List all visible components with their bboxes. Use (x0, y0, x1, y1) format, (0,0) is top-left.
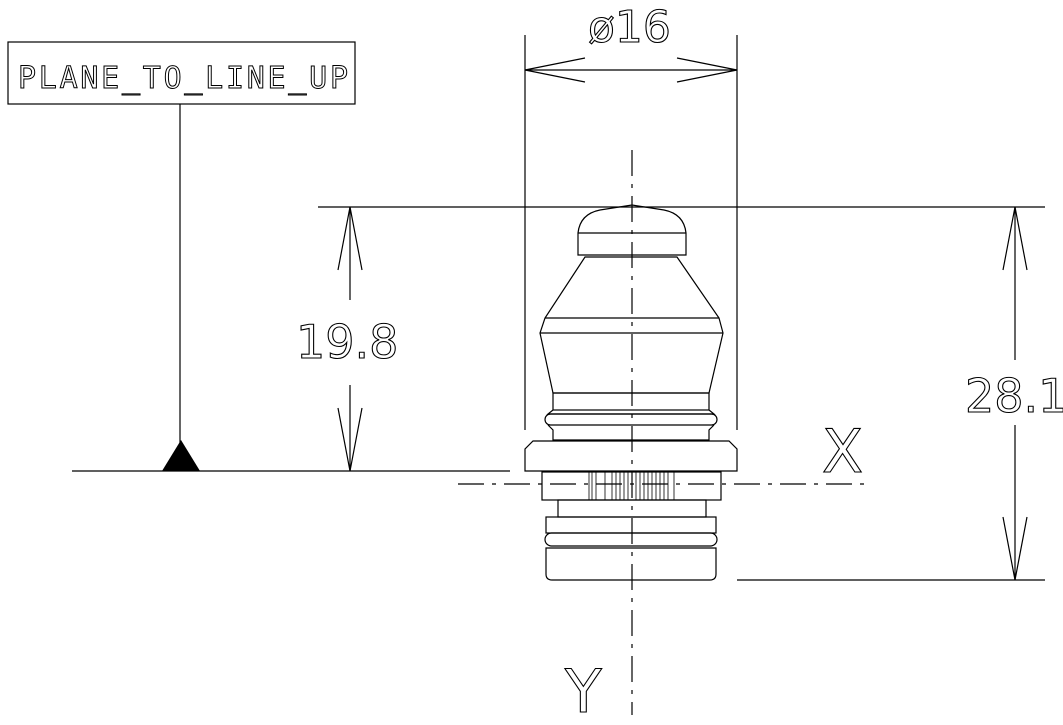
plane-label-text: PLANE_TO_LINE_UP (18, 61, 348, 96)
total-height-dimension: 28.1 (964, 206, 1063, 581)
x-axis-label: X (822, 417, 863, 487)
part-outline (524, 204, 738, 581)
height-to-plane-value: 19.8 (296, 315, 398, 369)
datum-triangle-icon (162, 440, 200, 471)
diameter-dimension: ø16 (524, 1, 738, 430)
y-axis-label: Y (564, 657, 602, 725)
diameter-value: ø16 (588, 2, 671, 53)
knurl-pattern (588, 472, 675, 500)
height-to-plane-dimension: 19.8 (295, 206, 399, 472)
plane-label: PLANE_TO_LINE_UP (7, 41, 356, 471)
total-height-value: 28.1 (965, 369, 1063, 423)
